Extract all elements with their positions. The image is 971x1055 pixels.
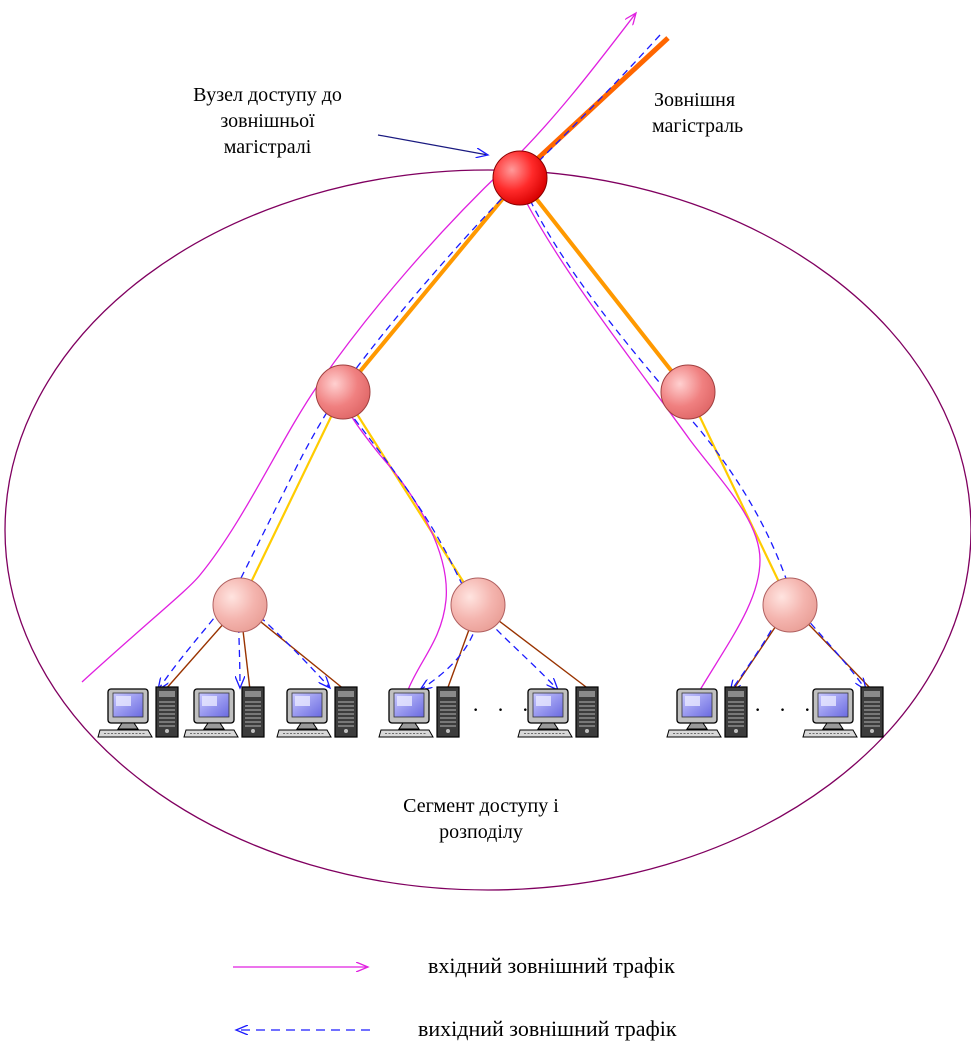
access-node-label-line3: магістралі (223, 136, 312, 158)
distribution-node-left (315, 364, 371, 420)
external-backbone-link (518, 36, 670, 177)
backbone-label-line2: магістраль (652, 115, 744, 137)
workstation-icon (378, 686, 460, 738)
access-node (450, 577, 506, 633)
access-node (762, 577, 818, 633)
distribution-node-right (660, 364, 716, 420)
incoming-path (341, 394, 447, 691)
trunk-link-right (518, 176, 690, 394)
more-workstations-ellipsis: · · · (754, 697, 817, 722)
outgoing-path (238, 589, 240, 688)
backbone-label: Зовнішня магістраль (642, 87, 768, 139)
workstation-icon (276, 686, 358, 738)
outgoing-path (479, 611, 558, 690)
backbone-access-node (492, 150, 548, 206)
branch-link (342, 391, 479, 606)
outgoing-path (239, 34, 661, 581)
more-workstations-ellipsis: · · · (472, 697, 535, 722)
outgoing-path (529, 199, 791, 692)
branch-link (239, 391, 344, 606)
legend-symbols (233, 967, 370, 1030)
network-nodes (212, 150, 818, 633)
segment-label-line2: розподілу (439, 821, 523, 843)
access-node-label-line1: Вузел доступу до (193, 84, 342, 106)
outgoing-path (339, 399, 479, 690)
incoming-path (519, 189, 761, 691)
workstation-icon (666, 686, 748, 738)
legend-incoming-label: вхідний зовнішний трафік (428, 953, 675, 978)
access-node (212, 577, 268, 633)
branch-link (687, 391, 791, 606)
segment-boundary (4, 169, 971, 891)
trunk-link-left (341, 176, 522, 394)
workstation-icon (97, 686, 179, 738)
backbone-label-line1: Зовнішня (654, 89, 736, 111)
workstation-icon (183, 686, 265, 738)
access-node-label: Вузел доступу до зовнішньої магістралі (160, 82, 375, 160)
label-pointer-arrow (377, 134, 488, 155)
segment-label: Сегмент доступу і розподілу (395, 793, 567, 845)
legend-outgoing-label: вихідний зовнішний трафік (418, 1016, 677, 1041)
segment-label-line1: Сегмент доступу і (403, 795, 559, 817)
access-node-label-line2: зовнішньої (220, 110, 315, 132)
